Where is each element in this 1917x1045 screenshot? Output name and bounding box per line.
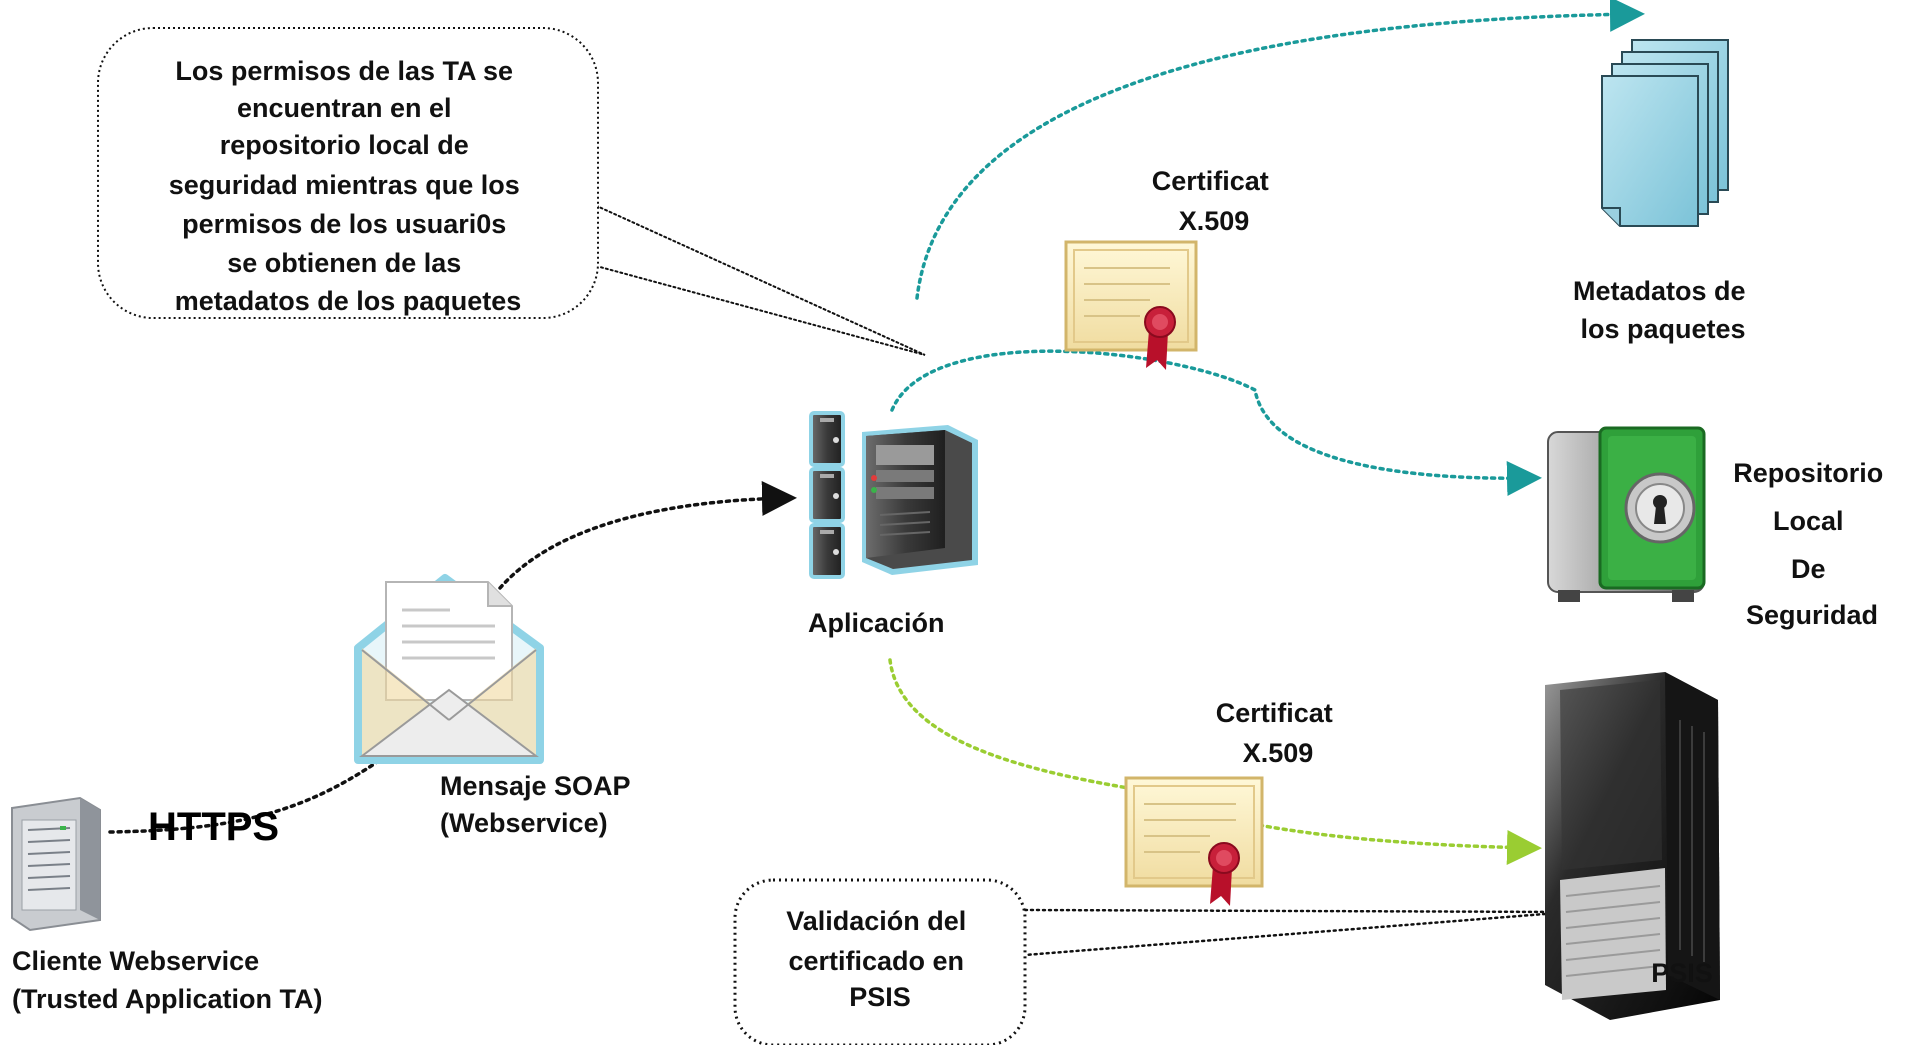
callout-tail-top <box>554 186 926 356</box>
callout-permisos: Los permisos de las TA se encuentran en … <box>97 27 599 319</box>
callout-line-4: seguridad mientras que los <box>169 170 520 200</box>
soap-label: Mensaje SOAP (Webservice) <box>440 771 638 838</box>
connector-app-repo <box>890 349 1542 497</box>
cert-bottom-label-line-2: X.509 <box>1243 738 1314 768</box>
metadata-label-line-1: Metadatos de <box>1573 276 1746 306</box>
callout-permisos-text: Los permisos de las TA se encuentran en … <box>169 56 528 316</box>
callout-tail-bottom <box>1023 908 1571 957</box>
app-label: Aplicación <box>808 608 945 638</box>
certificate-icon-bottom <box>1124 776 1264 906</box>
connector-app-metadata <box>915 0 1645 300</box>
metadata-label-line-2: los paquetes <box>1580 314 1745 344</box>
soap-label-line-2: (Webservice) <box>440 808 608 838</box>
cert-bottom-label-line-1: Certificat <box>1216 698 1333 728</box>
callout-permisos-bubble <box>97 27 599 319</box>
metadata-label: Metadatos de los paquetes <box>1573 276 1753 344</box>
callout-line-7: metadatos de los paquetes <box>175 286 522 316</box>
psis-label: PSIS <box>1651 958 1713 988</box>
repo-label: Repositorio Local De Seguridad <box>1733 458 1891 630</box>
safe-icon <box>1547 426 1706 602</box>
callout-validacion-bubble <box>733 878 1027 1045</box>
connector-client-soap <box>108 758 382 834</box>
client-label-line-2: (Trusted Application TA) <box>12 984 323 1014</box>
callout-line-2: encuentran en el <box>237 93 452 123</box>
callout-line-6: se obtienen de las <box>227 248 461 278</box>
documents-icon <box>1601 39 1729 227</box>
repo-label-line-4: Seguridad <box>1746 600 1878 630</box>
cert-bottom-label: Certificat X.509 <box>1216 698 1341 768</box>
envelope-icon <box>354 574 544 764</box>
callout-line-3: repositorio local de <box>220 130 469 160</box>
callout-validacion-text: Validación del certificado en PSIS <box>786 906 974 1012</box>
callout-line-1: Los permisos de las TA se <box>175 56 513 86</box>
tower-unit <box>862 425 978 575</box>
client-label-line-1: Cliente Webservice <box>12 946 259 976</box>
validacion-line-1: Validación del <box>786 906 966 936</box>
cert-top-label-line-1: Certificat <box>1152 166 1269 196</box>
callout-validacion: Validación del certificado en PSIS <box>733 878 1027 1045</box>
certificate-icon-top <box>1064 240 1198 370</box>
repo-label-line-2: Local <box>1773 506 1844 536</box>
callout-line-5: permisos de los usuari0s <box>182 209 506 239</box>
validacion-line-3: PSIS <box>849 982 911 1012</box>
client-server-icon <box>11 796 101 932</box>
repo-label-line-3: De <box>1791 554 1826 584</box>
connector-soap-app <box>498 481 797 590</box>
validacion-line-2: certificado en <box>788 946 964 976</box>
repo-label-line-1: Repositorio <box>1733 458 1883 488</box>
client-label: Cliente Webservice (Trusted Application … <box>12 946 323 1014</box>
cert-top-label-line-2: X.509 <box>1179 206 1250 236</box>
https-label: HTTPS <box>148 805 279 849</box>
rack-unit <box>809 411 845 579</box>
application-server-icon <box>809 411 978 579</box>
psis-server-icon <box>1545 672 1720 1020</box>
soap-label-line-1: Mensaje SOAP <box>440 771 631 801</box>
cert-top-label: Certificat X.509 <box>1152 166 1277 236</box>
